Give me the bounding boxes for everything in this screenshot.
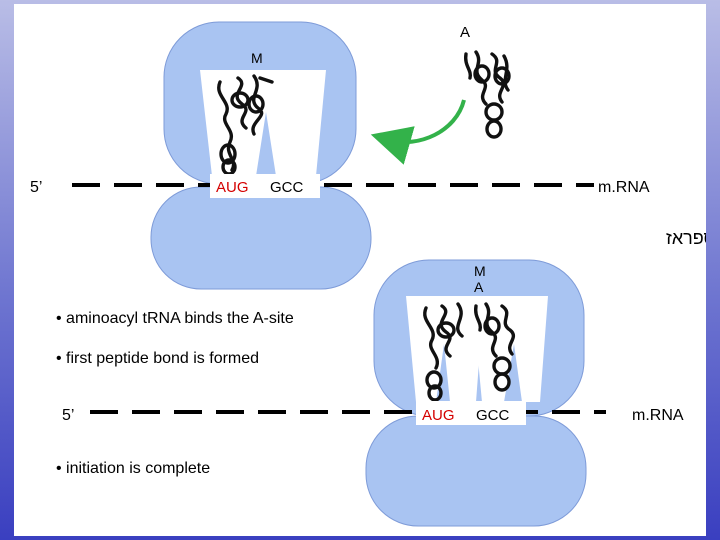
top-trna-label-a: A (460, 24, 470, 41)
bottom-five-prime-label: 5’ (62, 407, 74, 424)
bottom-mrna-label: m.RNA (632, 407, 684, 424)
bottom-ribosome-small-subunit (365, 415, 587, 527)
bottom-codon-gcc: GCC (476, 407, 510, 424)
bottom-ribosome (365, 259, 587, 527)
top-trna-label-m: M (251, 50, 263, 66)
top-codon-box (210, 174, 320, 198)
top-ribosome (150, 21, 372, 290)
incoming-arrow (370, 99, 466, 165)
bottom-codon-aug: AUG (422, 407, 455, 424)
slide: 5’ m.RNA AUG GCC M A פפטידיל טראנספראז (14, 4, 706, 536)
bottom-chain-label-m: M (474, 263, 486, 279)
top-trna-p-site (217, 74, 274, 176)
bottom-trna-p-site (423, 302, 464, 402)
bullet-peptide-bond: • first peptide bond is formed (56, 350, 260, 367)
bottom-chain-label-a: A (474, 279, 484, 295)
top-mrna-label: m.RNA (598, 179, 650, 196)
top-codon-gcc: GCC (270, 179, 304, 196)
bottom-trna-a-site (473, 302, 516, 392)
top-codon-aug: AUG (216, 179, 249, 196)
top-five-prime-label: 5’ (30, 179, 42, 196)
bullet-aminoacyl-binds: • aminoacyl tRNA binds the A-site (56, 310, 294, 327)
bottom-codon-box (416, 401, 526, 425)
top-incoming-trna (463, 50, 511, 139)
top-ribosome-small-subunit (150, 186, 372, 290)
translation-diagram: 5’ m.RNA AUG GCC M A פפטידיל טראנספראז (30, 21, 706, 527)
hebrew-caption: פפטידיל טראנספראז (666, 228, 706, 248)
bullet-initiation-complete: • initiation is complete (56, 460, 211, 477)
